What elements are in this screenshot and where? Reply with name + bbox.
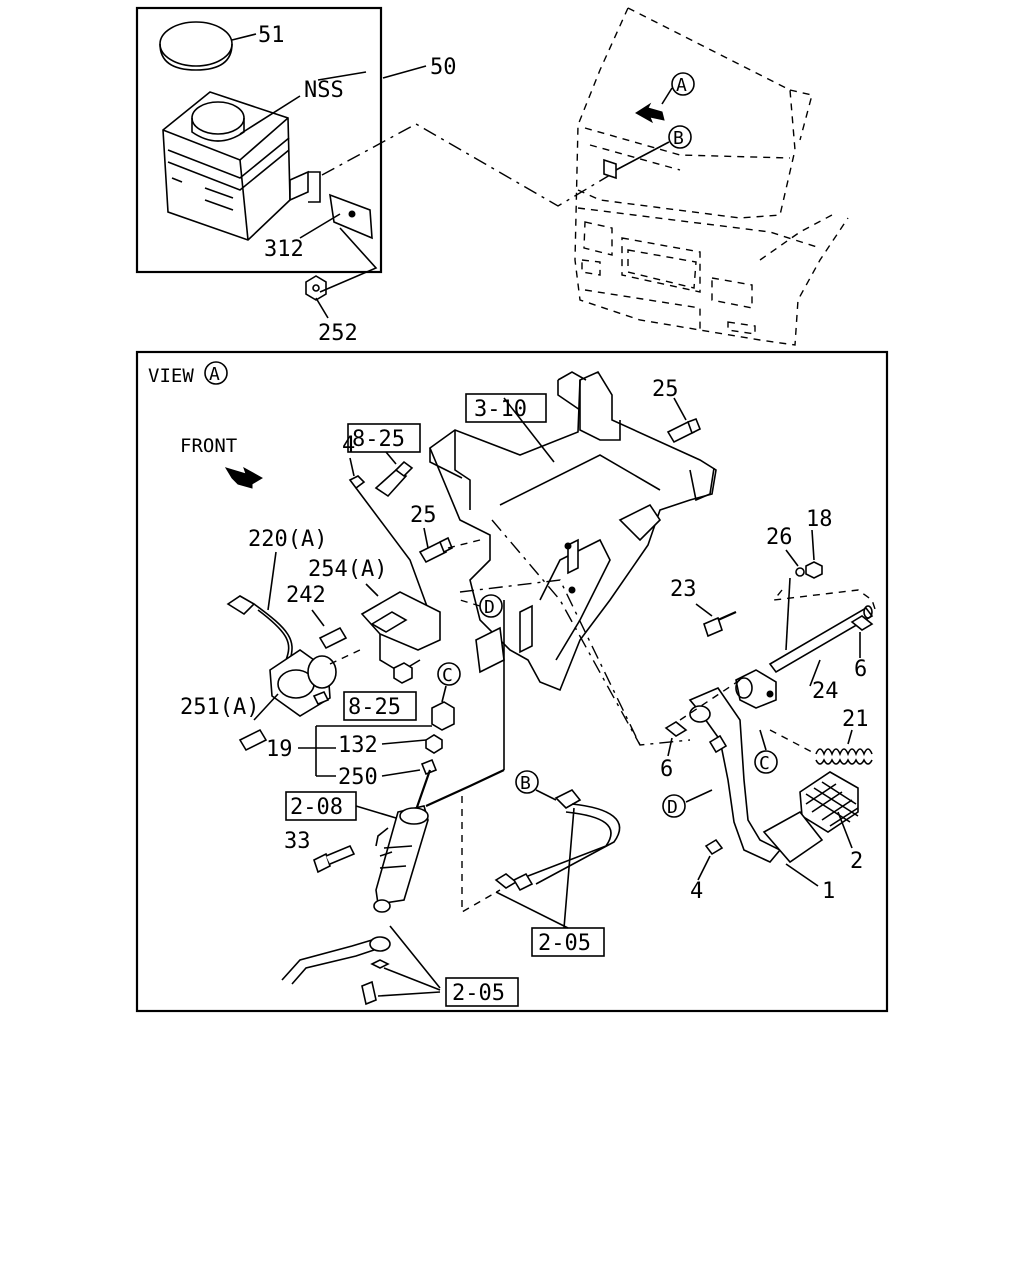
screw-4-lower xyxy=(704,838,724,856)
washer-26 xyxy=(795,567,805,577)
callout-a-truck: A xyxy=(671,72,695,96)
clevis-drawing xyxy=(431,701,455,731)
svg-text:A: A xyxy=(676,75,687,96)
rod-250 xyxy=(414,758,438,811)
label-24: 24 xyxy=(812,679,839,704)
bushing-6-left xyxy=(664,721,688,737)
spring-21-drawing xyxy=(815,748,873,765)
ref-2-08: 2-08 xyxy=(290,795,343,820)
switch-assembly-drawing xyxy=(269,649,337,717)
label-25-mid: 25 xyxy=(410,503,437,528)
ref-2-05-mid: 2-05 xyxy=(538,931,591,956)
bolt-242 xyxy=(318,626,348,650)
svg-text:A: A xyxy=(209,364,220,385)
label-4-lower: 4 xyxy=(690,879,703,904)
label-242: 242 xyxy=(286,583,326,608)
bracket-312-drawing xyxy=(329,193,373,240)
bracket-254a-drawing xyxy=(360,591,441,673)
bolt-25-mid xyxy=(418,536,454,564)
bolt-25-upper xyxy=(666,417,702,444)
callout-c-pedal: C xyxy=(754,750,778,774)
view-a-title: VIEW xyxy=(148,365,194,387)
label-50: 50 xyxy=(430,55,457,80)
callout-c-upper: C xyxy=(437,662,461,686)
ref-8-25-upper: 8-25 xyxy=(352,427,405,452)
ref-2-05-bottom: 2-05 xyxy=(452,981,505,1006)
svg-text:B: B xyxy=(520,773,531,794)
ref-8-25-lower: 8-25 xyxy=(348,695,401,720)
callout-b-truck: B xyxy=(668,125,692,149)
ref-3-10: 3-10 xyxy=(474,397,527,422)
label-25-upper: 25 xyxy=(652,377,679,402)
switch-8-25-drawing xyxy=(374,460,414,498)
reservoir-cap-drawing xyxy=(159,21,233,71)
harness-220a-drawing xyxy=(226,595,293,661)
label-254a: 254(A) xyxy=(308,557,387,582)
nut-8-25 xyxy=(393,662,413,684)
arrow-view-a-indicator xyxy=(635,102,665,124)
svg-text:B: B xyxy=(673,128,684,149)
label-23: 23 xyxy=(670,577,697,602)
callout-b-hose: B xyxy=(515,770,539,794)
nut-18 xyxy=(805,561,823,579)
label-1: 1 xyxy=(822,879,835,904)
label-nss: NSS xyxy=(304,78,344,103)
nut-132 xyxy=(425,734,443,754)
callout-a-view: A xyxy=(204,361,228,385)
ref-2-05-mid-box xyxy=(531,927,605,957)
front-label: FRONT xyxy=(180,435,237,457)
bolt-33 xyxy=(313,844,356,874)
label-6-left: 6 xyxy=(660,757,673,782)
label-250: 250 xyxy=(338,765,378,790)
pedal-pad-2-drawing xyxy=(799,771,859,833)
screw-4-upper xyxy=(348,475,366,490)
view-a-frame xyxy=(135,350,889,1013)
ref-2-05-bottom-box xyxy=(445,977,519,1007)
bolt-251a xyxy=(238,728,268,752)
label-251a: 251(A) xyxy=(180,695,259,720)
label-2: 2 xyxy=(850,849,863,874)
truck-cab-drawing xyxy=(574,7,849,346)
front-arrow-icon xyxy=(224,466,263,489)
clutch-pedal-arm-drawing xyxy=(688,669,782,863)
ref-3-10-box xyxy=(465,393,547,423)
label-4-upper: 4 xyxy=(342,433,355,458)
svg-text:C: C xyxy=(759,753,770,774)
label-51: 51 xyxy=(258,23,285,48)
reservoir-inset-frame xyxy=(135,6,383,274)
label-132: 132 xyxy=(338,733,378,758)
bushing-6-right xyxy=(850,615,874,631)
label-220a: 220(A) xyxy=(248,527,327,552)
label-26: 26 xyxy=(766,525,793,550)
label-6-right: 6 xyxy=(854,657,867,682)
ref-8-25-lower-box xyxy=(343,691,417,721)
bolt-23 xyxy=(703,610,737,638)
master-cylinder-drawing xyxy=(373,805,429,913)
nut-252-drawing xyxy=(305,275,327,301)
pipe-2-05-drawing xyxy=(281,936,391,1006)
svg-text:D: D xyxy=(484,597,495,618)
pedal-foot-drawing xyxy=(762,810,824,864)
pedal-bracket-drawing xyxy=(429,370,717,692)
label-19: 19 xyxy=(266,737,293,762)
svg-text:C: C xyxy=(442,665,453,686)
reservoir-tank-drawing xyxy=(162,91,321,241)
label-21: 21 xyxy=(842,707,869,732)
callout-d-pedal: D xyxy=(662,794,686,818)
label-33: 33 xyxy=(284,829,311,854)
label-18: 18 xyxy=(806,507,833,532)
label-252: 252 xyxy=(318,321,358,346)
ref-8-25-upper-box xyxy=(347,423,421,453)
svg-text:D: D xyxy=(667,797,678,818)
hose-2-05-drawing xyxy=(494,788,621,892)
label-312: 312 xyxy=(264,237,304,262)
shaft-24-drawing xyxy=(768,605,874,674)
